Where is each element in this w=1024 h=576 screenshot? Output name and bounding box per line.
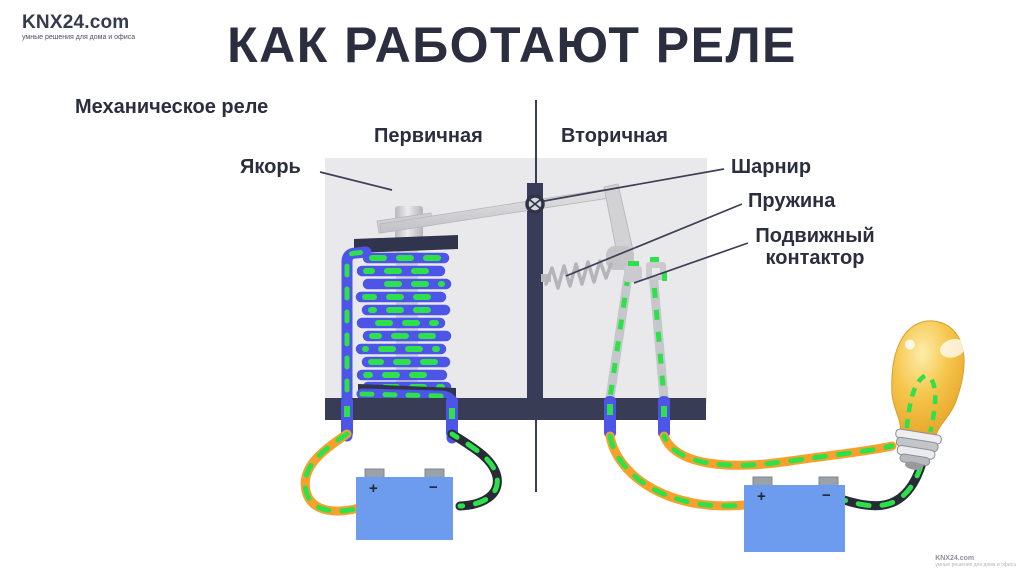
coil: [341, 206, 458, 444]
logo-tagline: умные решения для дома и офиса: [22, 34, 136, 41]
spring-leader-line: [565, 203, 743, 277]
hinge-leader-line: [543, 168, 725, 202]
pivot-post: [527, 183, 543, 401]
light-bulb: [891, 320, 966, 470]
secondary-column-label: Вторичная: [561, 125, 668, 147]
coil-cap: [354, 235, 458, 253]
primary-column-label: Первичная: [374, 125, 483, 147]
base-bar: [325, 398, 706, 420]
secondary-battery-minus-sign: −: [822, 487, 831, 504]
leader-lines: [319, 168, 749, 284]
contact-legs: [605, 257, 669, 399]
primary-circuit: [300, 429, 502, 540]
page-title: КАК РАБОТАЮТ РЕЛЕ: [227, 17, 797, 73]
primary-battery-plus-sign: +: [369, 480, 378, 497]
spring-anchor: [541, 274, 551, 282]
armature-leader-line: [319, 171, 393, 191]
hinge-label: Шарнир: [731, 156, 812, 178]
primary-battery-minus-sign: −: [429, 479, 438, 496]
bulb-screw-base-icon: [895, 428, 942, 470]
primary-battery: [356, 477, 453, 540]
logo: KNX24.com умные решения для дома и офиса: [22, 13, 135, 41]
movable-contact-foot: [606, 246, 634, 270]
logo-brand: KNX24.com: [22, 12, 130, 33]
secondary-battery-plus-sign: +: [757, 488, 766, 505]
spring-label: Пружина: [748, 190, 836, 212]
hinge-icon: [525, 194, 545, 214]
watermark: KNX24.com умные решения для дома и офиса: [935, 555, 1016, 568]
relay-type-label: Механическое реле: [75, 96, 269, 118]
watermark-tagline: умные решения для дома и офиса: [935, 562, 1016, 568]
wire-sleeves: [341, 396, 670, 438]
spring-icon: [544, 259, 613, 290]
secondary-battery: [744, 485, 845, 552]
movable-contactor-label: Подвижный контактор: [755, 225, 875, 269]
secondary-circuit: [605, 431, 926, 552]
armature-label: Якорь: [240, 156, 301, 178]
contactor-leader-line: [633, 242, 749, 284]
watermark-brand: KNX24.com: [935, 555, 975, 562]
